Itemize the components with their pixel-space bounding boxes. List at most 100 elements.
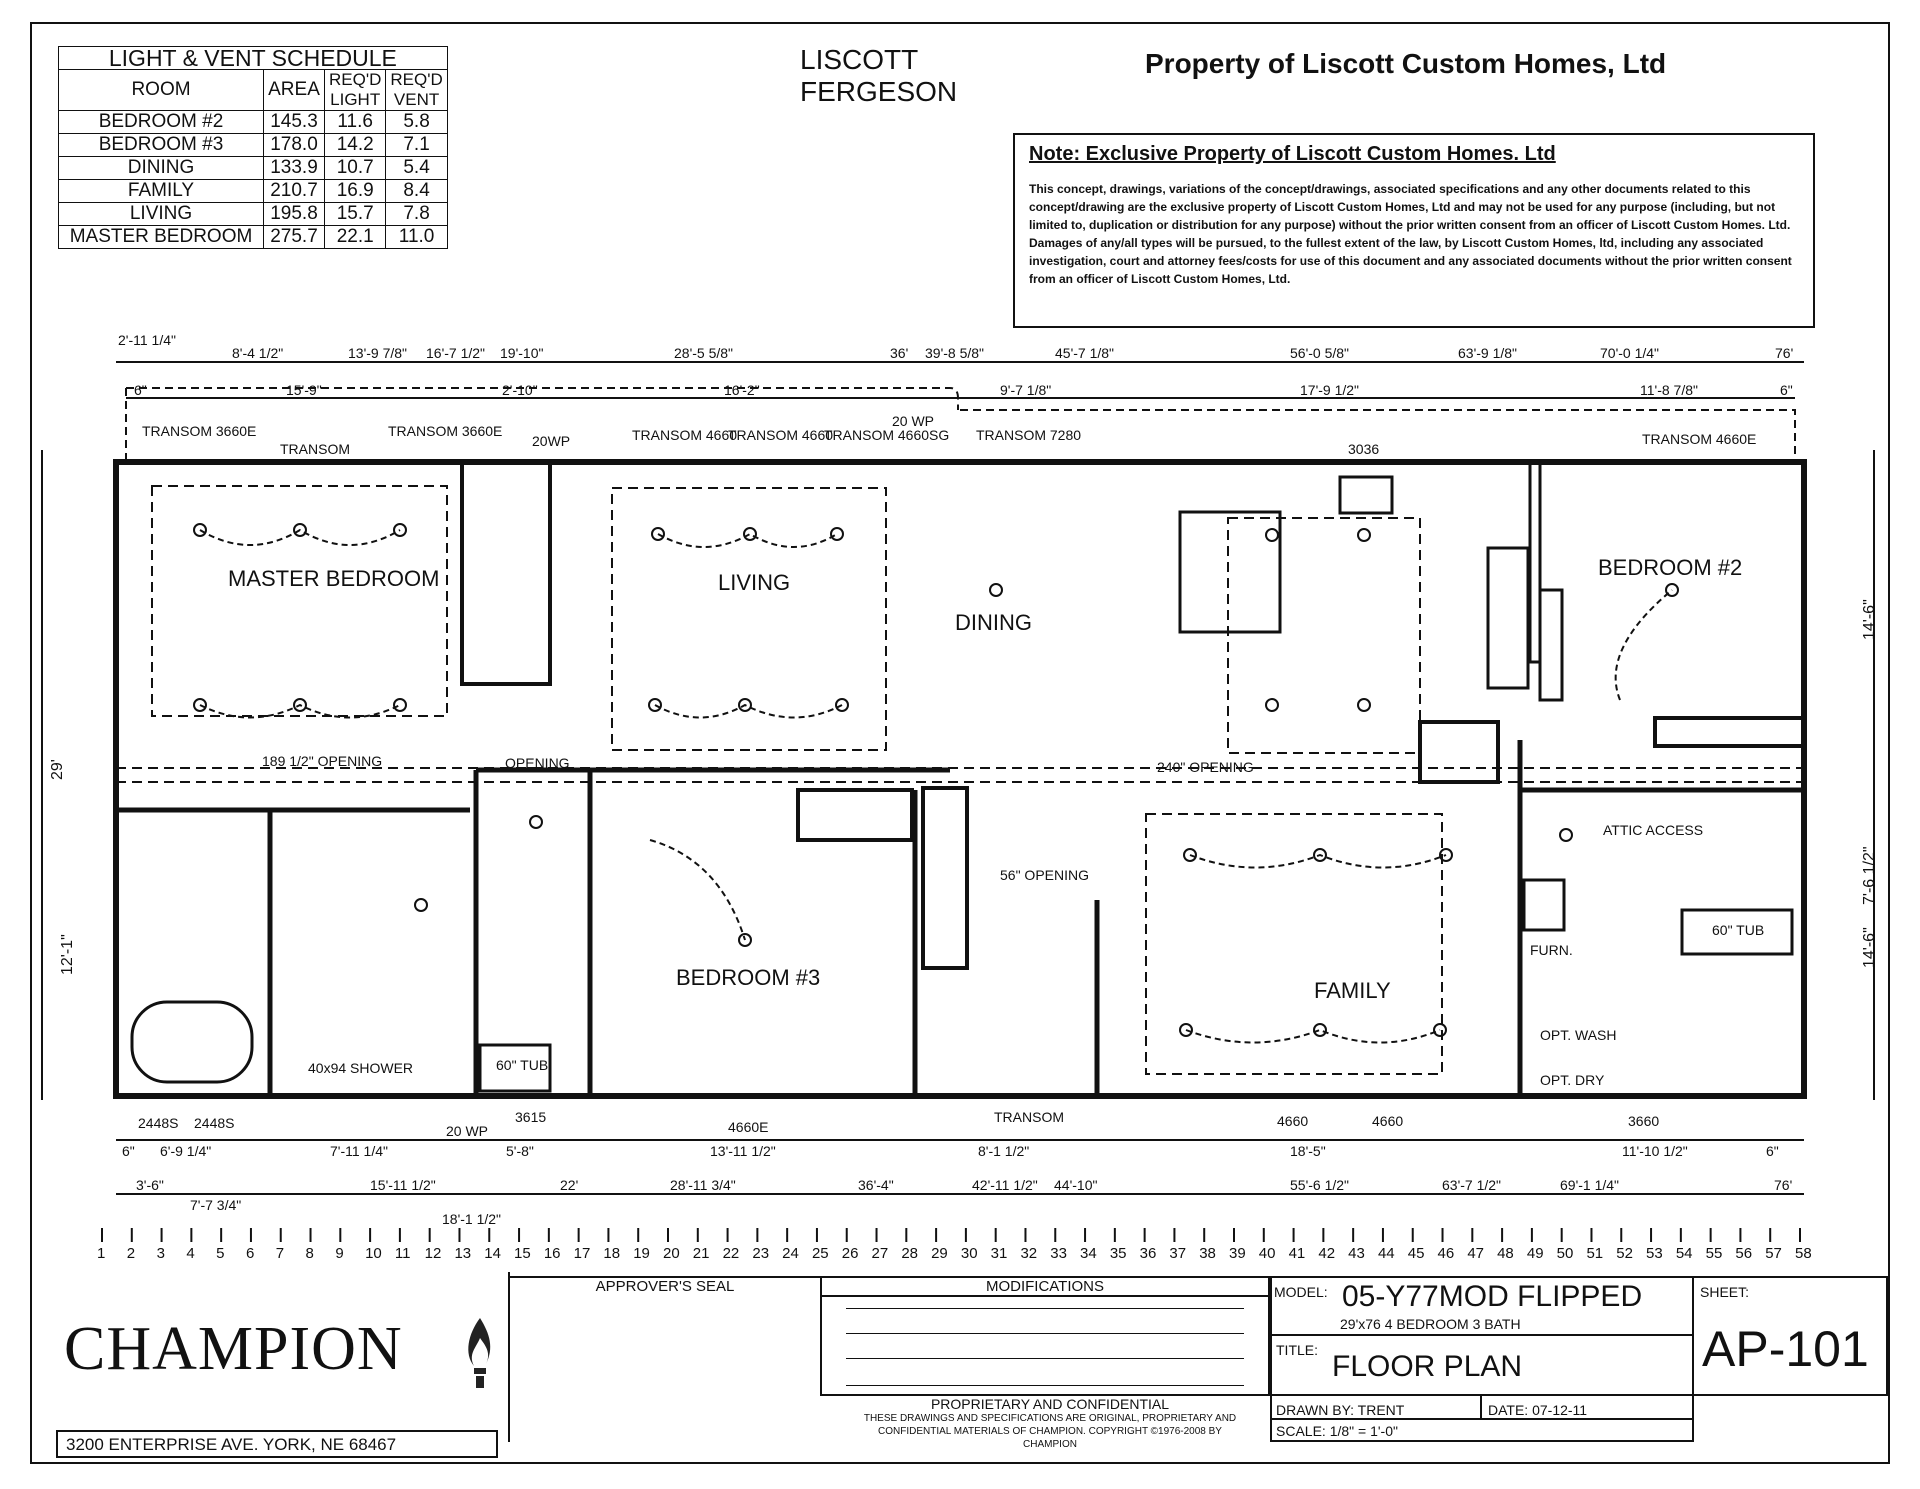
sheet-label: SHEET: bbox=[1700, 1284, 1750, 1300]
window-label: 4660 bbox=[1277, 1113, 1308, 1129]
side-dimension: 14'-6" bbox=[1861, 927, 1878, 968]
ruler-number: 49 bbox=[1527, 1245, 1544, 1262]
side-dimension: 29' bbox=[49, 759, 66, 780]
dimension-label: 13'-11 1/2" bbox=[710, 1143, 776, 1159]
dimension-label: 39'-8 5/8" bbox=[925, 345, 984, 361]
company-address: 3200 ENTERPRISE AVE. YORK, NE 68467 bbox=[56, 1430, 498, 1458]
proprietary-text: THESE DRAWINGS AND SPECIFICATIONS ARE OR… bbox=[863, 1413, 1237, 1450]
dimension-label: 18'-1 1/2" bbox=[442, 1211, 501, 1227]
ruler-number: 43 bbox=[1348, 1245, 1365, 1262]
ruler-number: 22 bbox=[723, 1245, 740, 1262]
ruler-number: 48 bbox=[1497, 1245, 1514, 1262]
drawing-date: DATE: 07-12-11 bbox=[1488, 1402, 1588, 1418]
dimension-label: 5'-8" bbox=[506, 1143, 534, 1159]
room-label-family: FAMILY bbox=[1314, 978, 1391, 1003]
dimension-label: 36' bbox=[890, 345, 908, 361]
dimension-label: 36'-4" bbox=[858, 1177, 894, 1193]
dimension-label: 69'-1 1/4" bbox=[1560, 1177, 1619, 1193]
ruler-ticks bbox=[101, 1228, 1801, 1242]
ruler-number: 57 bbox=[1765, 1245, 1782, 1262]
schedule-header: REQ'D LIGHT bbox=[323, 69, 387, 111]
opening-label: 240" OPENING bbox=[1157, 759, 1254, 775]
dimension-label: 45'-7 1/8" bbox=[1055, 345, 1114, 361]
ruler-number: 28 bbox=[901, 1245, 918, 1262]
ruler-number: 4 bbox=[186, 1245, 194, 1262]
cell: 5.4 bbox=[385, 156, 448, 180]
cell: 195.8 bbox=[263, 202, 325, 226]
ruler-number: 7 bbox=[276, 1245, 284, 1262]
company-logo: CHAMPION bbox=[64, 1315, 403, 1383]
approver-seal-label: APPROVER'S SEAL bbox=[595, 1278, 735, 1295]
dimension-label: 9'-7 1/8" bbox=[1000, 382, 1051, 398]
window-label: 20 WP bbox=[446, 1123, 488, 1139]
dimension-label: 2'-10" bbox=[502, 382, 538, 398]
dimension-label: 76' bbox=[1775, 345, 1793, 361]
dimension-label: 15'-11 1/2" bbox=[370, 1177, 436, 1193]
cell: 178.0 bbox=[263, 133, 325, 157]
dimension-label: 6'-9 1/4" bbox=[160, 1143, 211, 1159]
cell: BEDROOM #2 bbox=[58, 110, 264, 134]
ruler-number: 40 bbox=[1259, 1245, 1276, 1262]
cell: 7.1 bbox=[385, 133, 448, 157]
drawing-sheet bbox=[30, 22, 1890, 1464]
ruler-number: 1 bbox=[97, 1245, 105, 1262]
modifications-label: MODIFICATIONS bbox=[822, 1278, 1268, 1297]
ruler-number: 21 bbox=[693, 1245, 710, 1262]
ruler-number: 29 bbox=[931, 1245, 948, 1262]
window-label: 20 WP bbox=[892, 413, 934, 429]
side-dimension: 14'-6" bbox=[1861, 599, 1878, 640]
window-label: TRANSOM 7280 bbox=[976, 427, 1081, 443]
cell: 14.2 bbox=[323, 133, 387, 157]
modifications-block: MODIFICATIONS bbox=[820, 1276, 1270, 1396]
sheet-block: SHEET: AP-101 bbox=[1692, 1276, 1888, 1396]
ruler-number: 56 bbox=[1735, 1245, 1752, 1262]
ruler-number: 42 bbox=[1318, 1245, 1335, 1262]
ruler-number: 31 bbox=[991, 1245, 1008, 1262]
cell: MASTER BEDROOM bbox=[58, 225, 264, 249]
window-label: 4660E bbox=[728, 1119, 768, 1135]
ruler-number: 5 bbox=[216, 1245, 224, 1262]
cell: 11.0 bbox=[385, 225, 448, 249]
window-label: TRANSOM 4660 bbox=[632, 427, 737, 443]
ruler-number: 6 bbox=[246, 1245, 254, 1262]
owner-name: LISCOTT bbox=[800, 44, 919, 75]
modifications-rows bbox=[846, 1308, 1244, 1386]
ruler-number: 34 bbox=[1080, 1245, 1097, 1262]
property-title: Property of Liscott Custom Homes, Ltd bbox=[1145, 48, 1667, 79]
window-label: TRANSOM 3660E bbox=[142, 423, 256, 439]
window-label: TRANSOM 4660E bbox=[1642, 431, 1756, 447]
model-block: MODEL: 05-Y77MOD FLIPPED 29'x76 4 BEDROO… bbox=[1270, 1276, 1694, 1442]
ruler-number: 45 bbox=[1408, 1245, 1425, 1262]
dimension-label: 6" bbox=[1780, 382, 1793, 398]
ruler-number: 23 bbox=[752, 1245, 769, 1262]
dimension-label: 13'-9 7/8" bbox=[348, 345, 407, 361]
sheet-number: AP-101 bbox=[1702, 1321, 1869, 1377]
model-subtitle: 29'x76 4 BEDROOM 3 BATH bbox=[1340, 1316, 1521, 1332]
attic-access-label: ATTIC ACCESS bbox=[1603, 822, 1703, 838]
tub-label-2: 60" TUB bbox=[1712, 922, 1764, 938]
drawing-scale: SCALE: 1/8" = 1'-0" bbox=[1276, 1423, 1398, 1439]
window-label: 20WP bbox=[532, 433, 570, 449]
ruler-number: 2 bbox=[127, 1245, 135, 1262]
opt-wash-label: OPT. WASH bbox=[1540, 1027, 1617, 1043]
room-label-dining: DINING bbox=[955, 610, 1032, 635]
room-label-living: LIVING bbox=[718, 570, 790, 595]
dimension-label: 7'-7 3/4" bbox=[190, 1197, 241, 1213]
room-label-master: MASTER BEDROOM bbox=[228, 566, 439, 591]
window-label: 3036 bbox=[1348, 441, 1379, 457]
cell: 22.1 bbox=[323, 225, 387, 249]
ruler-number: 47 bbox=[1467, 1245, 1484, 1262]
ruler-number: 30 bbox=[961, 1245, 978, 1262]
cell: FAMILY bbox=[58, 179, 264, 203]
model-label: MODEL: bbox=[1274, 1284, 1328, 1300]
ruler-number: 36 bbox=[1140, 1245, 1157, 1262]
dimension-label: 19'-10" bbox=[500, 345, 543, 361]
cell: 5.8 bbox=[385, 110, 448, 134]
window-label: TRANSOM bbox=[994, 1109, 1064, 1125]
ruler-number: 16 bbox=[544, 1245, 561, 1262]
ruler-number: 14 bbox=[484, 1245, 501, 1262]
ruler-number: 9 bbox=[335, 1245, 343, 1262]
